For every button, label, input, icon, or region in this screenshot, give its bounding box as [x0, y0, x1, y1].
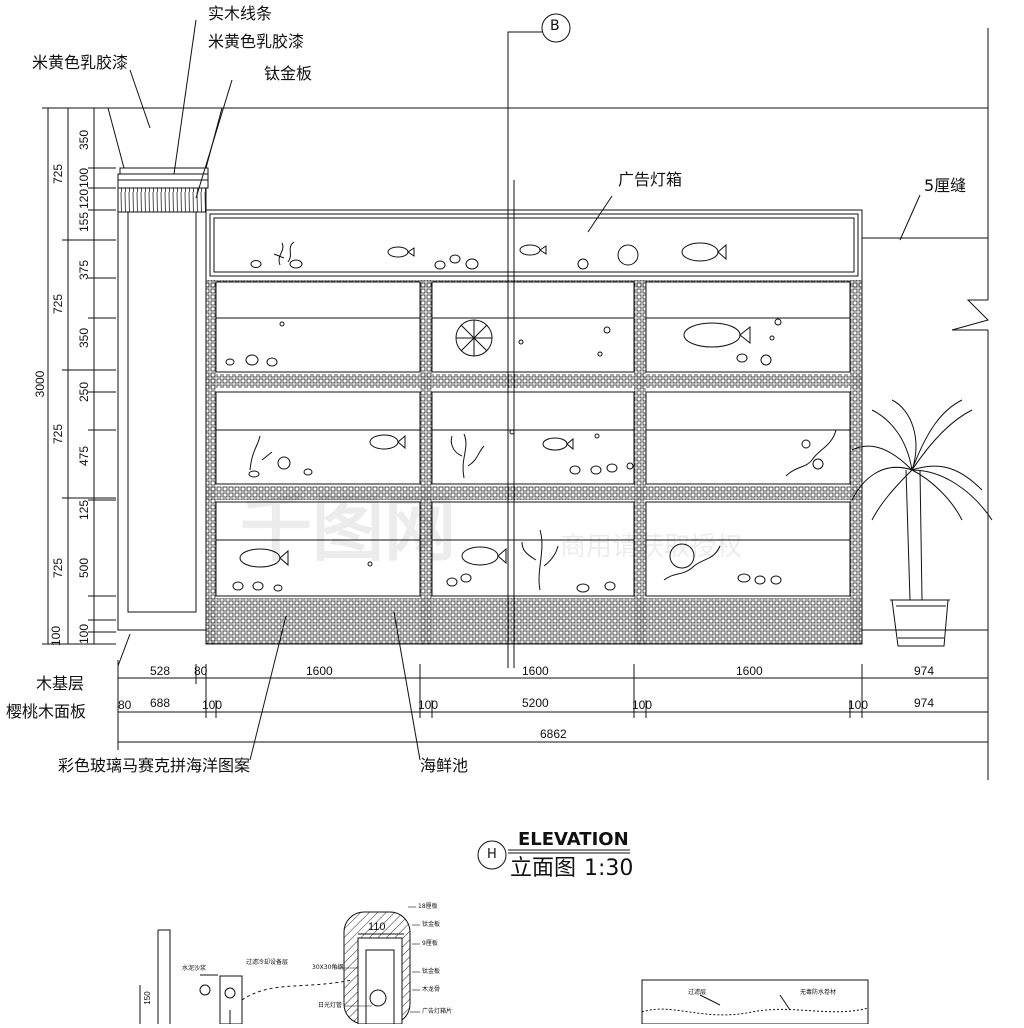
- dim-part-500: 500: [77, 557, 91, 579]
- grid-marker-h: H: [487, 847, 497, 862]
- detail-note-titanium-1: 钛金板: [422, 921, 441, 928]
- dim-h-1600b: 1600: [522, 664, 549, 678]
- label-seafood-tank: 海鲜池: [420, 756, 469, 775]
- title-en: ELEVATION: [518, 829, 629, 850]
- dim-overall-height: 3000: [33, 370, 47, 398]
- dim-group-2: 725: [51, 293, 65, 315]
- dim-h-974a: 974: [914, 664, 935, 678]
- dim-h2-688: 688: [150, 696, 171, 710]
- dim-part-250: 250: [77, 381, 91, 403]
- detail-note-wood-keel: 木龙骨: [422, 986, 441, 993]
- dim-group-3: 725: [51, 423, 65, 445]
- label-gap-5cm: 5厘缝: [924, 176, 967, 195]
- detail-note-18mm-board: 18厘板: [418, 903, 438, 910]
- dim-h2-974: 974: [914, 696, 935, 710]
- dim-part-375: 375: [77, 259, 91, 281]
- detail-dim-150: 150: [143, 991, 152, 1005]
- dim-part-100b: 100: [49, 625, 63, 647]
- dim-group-1: 725: [51, 163, 65, 185]
- title-scale: 1:30: [584, 856, 634, 881]
- dim-part-125: 125: [77, 499, 91, 521]
- dim-part-155: 155: [77, 211, 91, 233]
- dim-h2-100b: 100: [418, 698, 439, 712]
- label-cream-paint-top: 米黄色乳胶漆: [208, 32, 305, 51]
- dim-part-100c: 100: [77, 623, 91, 645]
- detail-note-cement-mortar: 水泥沙浆: [182, 965, 207, 972]
- dim-h2-100a: 100: [202, 698, 223, 712]
- detail-note-filter-layer: 过滤层: [688, 989, 707, 996]
- detail-dim-110: 110: [368, 921, 386, 933]
- label-solid-wood-molding: 实木线条: [208, 4, 273, 23]
- label-mosaic-pattern: 彩色玻璃马赛克拼海洋图案: [58, 756, 251, 775]
- dim-h-528: 528: [150, 664, 171, 678]
- dim-part-475: 475: [77, 445, 91, 467]
- label-lightbox: 广告灯箱: [618, 170, 683, 189]
- detail-note-filter-cooling: 过滤冷却设备层: [246, 959, 289, 966]
- label-wood-base: 木基层: [36, 674, 85, 693]
- label-titanium-plate: 钛金板: [264, 64, 313, 83]
- dim-part-120: 120: [77, 188, 91, 210]
- detail-note-9mm-board: 9厘板: [422, 940, 438, 947]
- dim-h2-5200: 5200: [522, 696, 549, 710]
- label-cherry-veneer: 樱桃木面板: [6, 702, 87, 721]
- dim-part-350a: 350: [77, 129, 91, 151]
- label-cream-paint-left: 米黄色乳胶漆: [32, 53, 129, 72]
- detail-note-angle-steel: 30X30角钢: [312, 964, 344, 971]
- dim-h-1600c: 1600: [736, 664, 763, 678]
- dim-h-80a: 80: [194, 664, 208, 678]
- title-cn: 立面图: [510, 856, 577, 881]
- dim-part-350b: 350: [77, 327, 91, 349]
- watermark-logo: 千图网: [240, 487, 457, 571]
- dim-overall-width: 6862: [540, 727, 567, 741]
- detail-note-titanium-2: 钛金板: [422, 968, 441, 975]
- grid-marker-b: B: [550, 18, 560, 34]
- dim-h2-100d: 100: [848, 698, 869, 712]
- detail-note-tube-light: 日光灯管: [318, 1002, 343, 1009]
- dim-h2-100c: 100: [632, 698, 653, 712]
- detail-note-lightbox-film: 广告灯箱片: [422, 1008, 453, 1015]
- dim-h-1600a: 1600: [306, 664, 333, 678]
- dim-group-4: 725: [51, 557, 65, 579]
- detail-note-waterproof: 无毒防水卷材: [800, 989, 837, 996]
- watermark-text: 商用请获取授权: [560, 532, 743, 562]
- dim-h2-80: 80: [118, 698, 132, 712]
